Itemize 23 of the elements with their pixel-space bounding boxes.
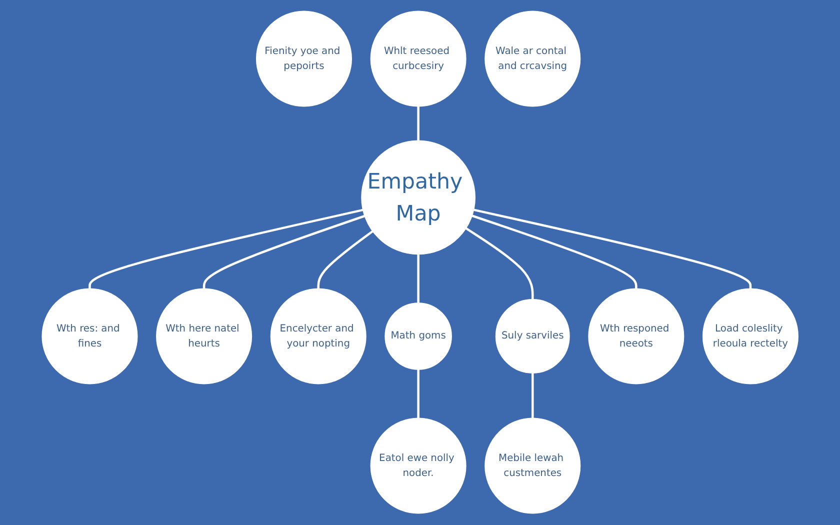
connector: [417, 106, 420, 141]
node-circle: Whlt reesoed curbcesiry: [370, 10, 466, 107]
connector: [417, 370, 420, 418]
node-circle: Wth responed neeots: [588, 288, 684, 384]
node-circle: Mebile lewah custmentes: [484, 418, 581, 514]
connector: [202, 215, 365, 289]
node-circle: Wth here natel heurts: [156, 288, 252, 384]
node-circle: Fienity yoe and pepoirts: [256, 10, 352, 107]
node-circle: Eatol ewe nolly noder.: [370, 418, 466, 514]
connector: [473, 208, 752, 289]
connector: [88, 209, 364, 289]
node-circle: Wth res: and fines: [42, 288, 138, 384]
connector: [317, 230, 374, 289]
connector: [472, 214, 638, 289]
node-circle: Load coleslity rleoula rectelty: [702, 288, 798, 384]
node-circle: Empathy Map: [361, 140, 476, 255]
connector: [465, 228, 534, 300]
connector: [531, 373, 534, 418]
node-circle: Suly sarviles: [495, 299, 570, 374]
node-circle: Math goms: [384, 302, 452, 370]
node-circle: Encelycter and your nopting: [270, 288, 366, 384]
node-circle: Wale ar contal and crcavsing: [484, 10, 581, 107]
connector: [417, 254, 420, 304]
